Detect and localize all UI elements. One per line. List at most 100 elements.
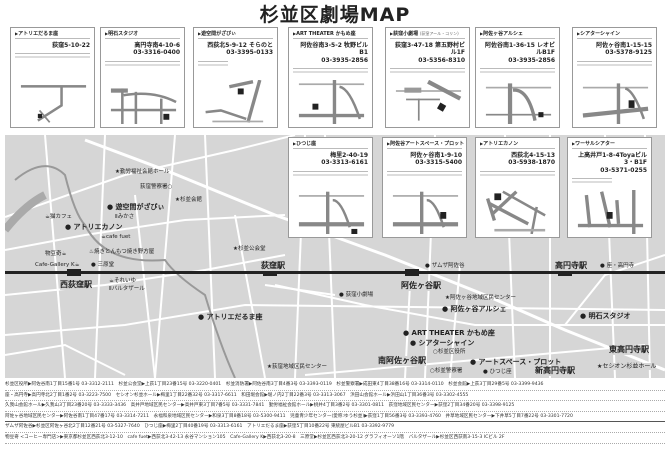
station-higashi-koenji: 東高円寺駅 <box>609 345 649 355</box>
marker-label: 三原堂 <box>97 262 115 268</box>
marker-art-theater-kamome[interactable]: ● ART THEATER かもめ座 <box>403 329 495 337</box>
card-name: 阿佐谷アートスペース・プロット <box>387 141 464 150</box>
card-phone: 03-5938-1870 <box>508 159 555 167</box>
restaurant-nokata-ya[interactable]: ♨焼きとんもつ焼き野方屋 <box>89 249 155 255</box>
card-name: 阿佐ヶ谷アルシェ <box>480 31 555 40</box>
marker-label: アートスペース・プロット <box>478 358 562 366</box>
card-address: 荻窪5-10-22 <box>52 42 90 50</box>
marker-theater-shine[interactable]: ● シアターシャイン <box>410 339 475 347</box>
facility-label: 荻窪警察署 <box>140 184 168 190</box>
facility-ogikubo-police: 荻窪警察署○ <box>140 184 173 190</box>
facility-kinro-fukushi-kaikan: ★勤労福祉会館ホール <box>115 169 170 175</box>
station-ogikubo: 荻窪駅 <box>261 261 285 271</box>
cafe-balthazar[interactable]: Ⅱバルタザール <box>109 286 145 292</box>
cafe-gallery-k[interactable]: Cafe-Gallery K☕ <box>35 262 80 268</box>
facility-cecion-hall: ★セシオン杉並ホール <box>597 363 657 371</box>
card-address: 荻窪3-47-18 第五野村ビル1F <box>395 42 465 57</box>
marker-label: 阿佐ヶ谷アルシェ <box>450 305 507 313</box>
marker-miharado[interactable]: ● 三原堂 <box>91 262 115 268</box>
card-address: 阿佐谷南3-5-2 牧野ビルB1 <box>300 42 368 57</box>
marker-art-space-plot[interactable]: ● アートスペース・プロット <box>470 358 562 366</box>
card-directions <box>480 67 555 76</box>
theater-card-hitsujiza: ひつじ座 梅里2-40-19 03-3313-6161 <box>288 137 373 238</box>
card-phone: 03-3935-2856 <box>321 56 368 64</box>
marker-label: アトリエだるま座 <box>206 313 263 321</box>
cafe-label: それいゆ <box>113 278 136 284</box>
marker-hitsujiza[interactable]: ● ひつじ座 <box>483 369 512 375</box>
card-phone: 03-3313-6161 <box>321 159 368 167</box>
marker-akashi-studio[interactable]: ● 明石スタジオ <box>580 312 631 320</box>
facility-label: 荻窪地域区民センター <box>271 364 327 370</box>
page-title: 杉並区劇場MAP <box>259 4 411 26</box>
card-directions <box>572 177 612 186</box>
facility-label: 杉並公会堂 <box>237 246 266 252</box>
card-phone: 03-3316-0400 <box>133 49 180 57</box>
card-directions <box>105 59 180 68</box>
marker-atelier-daruma[interactable]: ● アトリエだるま座 <box>198 313 263 321</box>
card-address: 阿佐ヶ谷南1-15-15 <box>596 42 652 50</box>
facility-suginami-kokaido: ★杉並公会堂 <box>233 246 266 252</box>
card-address: 西荻北4-15-13 <box>511 152 555 160</box>
cafe-mikasa[interactable]: Ⅱみかさ <box>115 214 135 220</box>
card-directions <box>15 52 90 61</box>
theater-card-atelier-canon: アトリエカノン 西荻北4-15-13 03-5938-1870 <box>475 137 560 238</box>
marker-label: 座・高円寺 <box>606 263 635 269</box>
address-line: 物豆奇 <コーヒー専門店>▶東京都杉並区西荻北3-12-10 cafe fuet… <box>5 433 665 444</box>
cafe-fuet[interactable]: ☕cafe fuet <box>101 234 131 240</box>
card-subname: (荻窪アール・コリン) <box>419 31 459 36</box>
card-phone: 03-3935-2856 <box>508 56 555 64</box>
mini-map <box>20 85 87 123</box>
card-address: 阿佐ヶ谷南1-9-10 <box>410 152 462 160</box>
theater-card-akashi-studio: 明石スタジオ 高円寺南4-10-6 03-3316-0400 <box>100 27 185 128</box>
theater-card-art-theater-kamome: ART THEATER かもめ座 阿佐谷南3-5-2 牧野ビルB1 03-393… <box>288 27 373 128</box>
mini-map <box>392 191 459 234</box>
station-nishi-ogikubo: 西荻窪駅 <box>60 280 92 290</box>
theater-card-asagaya-arche: 阿佐ヶ谷アルシェ 阿佐谷南1-36-15 レオビルB1F 03-3935-285… <box>475 27 560 128</box>
address-line: ザムザ阿佐谷▶杉並区阿佐ヶ谷北2丁目12番21号 03-5327-7640 ひつ… <box>5 422 665 433</box>
cafe-label: Cafe-Gallery K <box>35 262 75 268</box>
cafe-label: みかさ <box>117 214 135 220</box>
marker-label: 遊空間がざびぃ <box>115 203 165 211</box>
card-directions <box>293 169 368 178</box>
card-address: 阿佐谷南1-36-15 レオビルB1F <box>485 42 555 57</box>
marker-label: ザムザ阿佐谷 <box>431 263 465 269</box>
card-name: アトリエだるま座 <box>15 31 90 40</box>
card-name: 明石スタジオ <box>105 31 180 40</box>
marker-za-koenji[interactable]: ● 座・高円寺 <box>600 263 635 269</box>
marker-label: 明石スタジオ <box>588 312 631 320</box>
marker-zamza-asagaya[interactable]: ● ザムザ阿佐谷 <box>425 263 465 269</box>
card-name: シアターシャイン <box>577 31 652 40</box>
facility-label: 杉並警察署 <box>434 368 463 374</box>
card-directions <box>480 169 555 178</box>
card-phone: 03-5356-8310 <box>418 56 465 64</box>
marker-label: シアターシャイン <box>418 339 475 347</box>
cafe-label: バルタザール <box>111 286 145 292</box>
address-line: 久我山会館ホール▶久我山3丁目23番20号 03-3333-3436 高井戸地域… <box>5 401 665 412</box>
address-line: 座・高円寺▶高円寺北2丁目1番2号 03-3223-7500 セシオン杉並ホール… <box>5 391 665 402</box>
station-asagaya: 阿佐ヶ谷駅 <box>401 281 441 291</box>
card-name: アトリエカノン <box>480 141 555 150</box>
station-minami-asagaya: 南阿佐ヶ谷駅 <box>378 356 426 366</box>
marker-label: アトリエカノン <box>73 223 123 231</box>
theater-card-ogikubo-shogekijo: 荻窪小劇場 (荻窪アール・コリン) 荻窪3-47-18 第五野村ビル1F 03-… <box>385 27 470 128</box>
marker-atelier-canon[interactable]: ● アトリエカノン <box>65 223 123 231</box>
theater-card-theater-shine: シアターシャイン 阿佐ヶ谷南1-15-15 03-5378-9125 <box>572 27 657 128</box>
card-address: 梅里2-40-19 <box>330 152 368 160</box>
mini-map <box>298 191 365 234</box>
marker-ogikubo-shogekijo[interactable]: ● 荻窪小劇場 <box>339 292 374 298</box>
cafe-mozuki[interactable]: 物豆奇☕ <box>45 251 67 257</box>
marker-label: ひつじ座 <box>489 369 512 375</box>
cafe-neko-cafe[interactable]: ☕猫カフェ <box>45 214 72 220</box>
card-directions <box>387 169 462 178</box>
facility-label: 勤労福祉会館ホール <box>119 169 170 175</box>
theater-card-wasal-theater: ワーサルシアター 上高井戸1-8-4Toyaビル3・B1F 03-5371-02… <box>567 137 652 238</box>
card-name: ART THEATER かもめ座 <box>293 31 368 40</box>
facility-ward-office: ○杉並区役所 <box>433 349 466 355</box>
station-shin-koenji: 新高円寺駅 <box>535 366 575 376</box>
card-name: ワーサルシアター <box>572 141 647 150</box>
marker-yukukan-gazabi[interactable]: ● 遊空間がざびぃ <box>107 203 165 211</box>
card-phone: 03-5371-0255 <box>600 166 647 174</box>
facility-label: セシオン杉並ホール <box>602 363 657 370</box>
marker-asagaya-arche[interactable]: ● 阿佐ヶ谷アルシェ <box>442 305 507 313</box>
cafe-soreiyu[interactable]: ☕それいゆ <box>109 278 136 284</box>
